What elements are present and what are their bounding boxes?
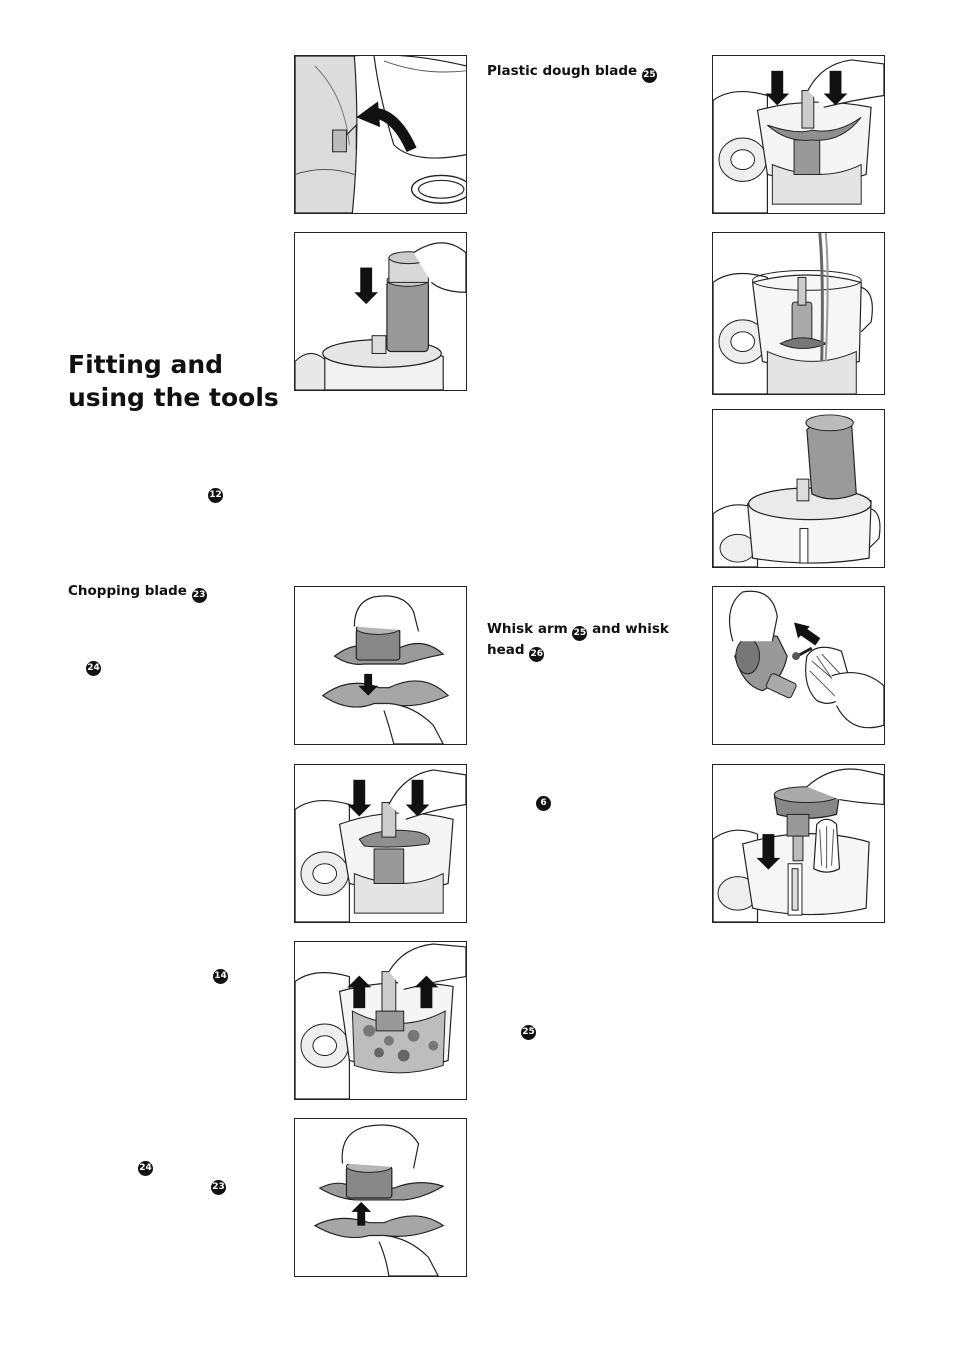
- part-number-badge-6: 6: [536, 796, 551, 811]
- part-number-badge: 25: [641, 68, 657, 83]
- part-number-badge-14: 14: [213, 969, 228, 984]
- whisk-heading-text-3: head: [487, 642, 525, 658]
- chopping-blade-heading: Chopping blade 23: [68, 582, 207, 603]
- title-line-2: using the tools: [68, 383, 279, 412]
- dough-liquid-pour-illustration: [712, 232, 885, 395]
- whisk-heading-text-2: and whisk: [592, 621, 669, 637]
- lid-seal-lift-illustration: [294, 55, 467, 214]
- dough-blade-fit-illustration: [712, 55, 885, 214]
- part-number-badge-12: 12: [208, 488, 223, 503]
- chopping-blade-sheath-fit-illustration: [294, 586, 467, 745]
- part-number-badge-24: 24: [86, 661, 101, 676]
- whisk-heading-text-1: Whisk arm: [487, 621, 568, 637]
- part-number-badge: 23: [191, 588, 207, 603]
- dough-blade-heading: Plastic dough blade 25: [487, 62, 657, 83]
- part-number-badge: 26: [529, 647, 545, 662]
- part-number-badge-24: 24: [138, 1161, 153, 1176]
- chopping-blade-heading-text: Chopping blade: [68, 583, 187, 599]
- chopping-blade-remove-illustration: [294, 941, 467, 1100]
- part-number-badge: 25: [572, 626, 588, 641]
- page-title: Fitting and using the tools: [68, 348, 288, 414]
- whisk-heading: Whisk arm 25 and whisk head 26: [487, 620, 669, 662]
- part-number-badge-23: 23: [211, 1180, 226, 1195]
- lid-pusher-fitted-illustration: [712, 409, 885, 568]
- pusher-insert-illustration: [294, 232, 467, 391]
- whisk-head-attach-illustration: [712, 586, 885, 745]
- title-line-1: Fitting and: [68, 350, 224, 379]
- dough-blade-heading-text: Plastic dough blade: [487, 63, 638, 79]
- chopping-blade-sheath-remove-illustration: [294, 1118, 467, 1277]
- chopping-blade-fit-illustration: [294, 764, 467, 923]
- part-number-badge-25: 25: [521, 1025, 536, 1040]
- whisk-fit-illustration: [712, 764, 885, 923]
